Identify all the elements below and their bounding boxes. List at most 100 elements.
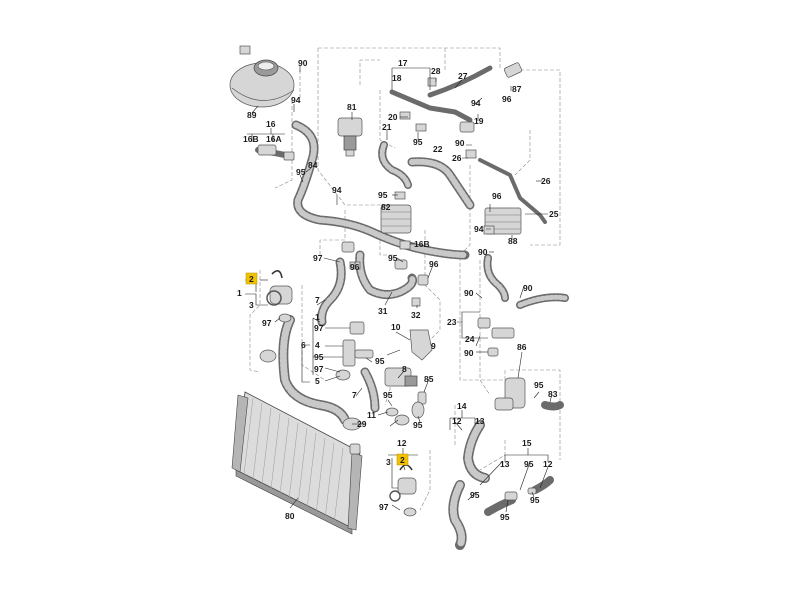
callout-97: 97 bbox=[262, 318, 272, 328]
callout-95: 95 bbox=[296, 167, 306, 177]
callout-7: 7 bbox=[352, 390, 357, 400]
callout-16: 16 bbox=[266, 119, 276, 129]
callout-23: 23 bbox=[447, 317, 457, 327]
callout-90: 90 bbox=[478, 247, 488, 257]
callout-14: 14 bbox=[457, 401, 467, 411]
callout-95: 95 bbox=[500, 512, 510, 522]
callout-26: 26 bbox=[541, 176, 551, 186]
callout-95: 95 bbox=[413, 137, 423, 147]
callout-31: 31 bbox=[378, 306, 388, 316]
callout-2: 2 bbox=[400, 455, 405, 465]
callout-12: 12 bbox=[543, 459, 553, 469]
callout-32: 32 bbox=[411, 310, 421, 320]
callout-24: 24 bbox=[465, 334, 475, 344]
callout-95: 95 bbox=[378, 190, 388, 200]
callout-27: 27 bbox=[458, 71, 468, 81]
callout-95: 95 bbox=[383, 390, 393, 400]
callout-17: 17 bbox=[398, 58, 408, 68]
callout-20: 20 bbox=[388, 112, 398, 122]
callout-16b: 16B bbox=[414, 239, 430, 249]
callout-88: 88 bbox=[508, 236, 518, 246]
callout-80: 80 bbox=[285, 511, 295, 521]
callout-95: 95 bbox=[375, 356, 385, 366]
callout-89: 89 bbox=[247, 110, 257, 120]
highlight-markers bbox=[245, 272, 409, 466]
callout-83: 83 bbox=[548, 389, 558, 399]
callout-95: 95 bbox=[534, 380, 544, 390]
callout-90: 90 bbox=[464, 288, 474, 298]
callout-84: 84 bbox=[308, 160, 318, 170]
callout-95: 95 bbox=[530, 495, 540, 505]
callout-82: 82 bbox=[381, 202, 391, 212]
callout-12: 12 bbox=[452, 416, 462, 426]
callout-97: 97 bbox=[314, 364, 324, 374]
hose-connector-lower bbox=[389, 464, 417, 517]
callout-90: 90 bbox=[298, 58, 308, 68]
leader-lines bbox=[245, 66, 553, 513]
callout-1: 1 bbox=[315, 312, 320, 322]
callout-86: 86 bbox=[517, 342, 527, 352]
components bbox=[229, 45, 537, 517]
coolant-pump bbox=[337, 117, 363, 157]
callout-28: 28 bbox=[431, 66, 441, 76]
callout-5: 5 bbox=[315, 376, 320, 386]
callout-26: 26 bbox=[452, 153, 462, 163]
callout-95: 95 bbox=[470, 490, 480, 500]
callout-3: 3 bbox=[386, 457, 391, 467]
highlight-marker-2-lower bbox=[396, 453, 409, 466]
oil-cooler bbox=[380, 204, 412, 234]
callout-19: 19 bbox=[474, 116, 484, 126]
callout-96: 96 bbox=[350, 262, 360, 272]
thermostat-housing bbox=[494, 377, 526, 411]
callout-96: 96 bbox=[502, 94, 512, 104]
valve bbox=[384, 367, 418, 387]
highlight-marker-2-upper bbox=[245, 272, 258, 285]
callout-4: 4 bbox=[315, 340, 320, 350]
callout-1: 1 bbox=[237, 288, 242, 298]
callout-6: 6 bbox=[301, 340, 306, 350]
hose-connector-left bbox=[266, 270, 293, 323]
callout-8: 8 bbox=[402, 364, 407, 374]
callout-94: 94 bbox=[332, 185, 342, 195]
callout-94: 94 bbox=[471, 98, 481, 108]
callout-94: 94 bbox=[474, 224, 484, 234]
callout-96: 96 bbox=[429, 259, 439, 269]
callout-25: 25 bbox=[549, 209, 559, 219]
callout-95: 95 bbox=[524, 459, 534, 469]
callout-85: 85 bbox=[424, 374, 434, 384]
callout-22: 22 bbox=[433, 144, 443, 154]
callout-3: 3 bbox=[249, 300, 254, 310]
callout-29: 29 bbox=[357, 419, 367, 429]
callout-12: 12 bbox=[397, 438, 407, 448]
callout-21: 21 bbox=[382, 122, 392, 132]
callout-97: 97 bbox=[379, 502, 389, 512]
callout-7: 7 bbox=[315, 295, 320, 305]
callout-81: 81 bbox=[347, 102, 357, 112]
callout-90: 90 bbox=[464, 348, 474, 358]
callout-90: 90 bbox=[455, 138, 465, 148]
callout-95: 95 bbox=[413, 420, 423, 430]
callout-87: 87 bbox=[512, 84, 522, 94]
callout-18: 18 bbox=[392, 73, 402, 83]
callout-16b: 16B bbox=[243, 134, 259, 144]
callout-97: 97 bbox=[313, 253, 323, 263]
expansion-tank bbox=[229, 45, 295, 108]
callout-13: 13 bbox=[475, 416, 485, 426]
hoses bbox=[255, 65, 569, 550]
callout-97: 97 bbox=[314, 323, 324, 333]
callout-16a: 16A bbox=[266, 134, 282, 144]
callout-9: 9 bbox=[431, 341, 436, 351]
callout-11: 11 bbox=[367, 410, 376, 420]
radiator bbox=[231, 391, 363, 535]
callout-labels: 90 89 94 16 16B 16A 84 95 94 81 17 18 28… bbox=[237, 58, 559, 522]
callout-95: 95 bbox=[314, 352, 324, 362]
callout-15: 15 bbox=[522, 438, 532, 448]
callout-96: 96 bbox=[492, 191, 502, 201]
callout-95: 95 bbox=[388, 253, 398, 263]
callout-90: 90 bbox=[523, 283, 533, 293]
callout-94: 94 bbox=[291, 95, 301, 105]
callout-10: 10 bbox=[391, 322, 401, 332]
callout-2: 2 bbox=[249, 274, 254, 284]
callout-13: 13 bbox=[500, 459, 510, 469]
